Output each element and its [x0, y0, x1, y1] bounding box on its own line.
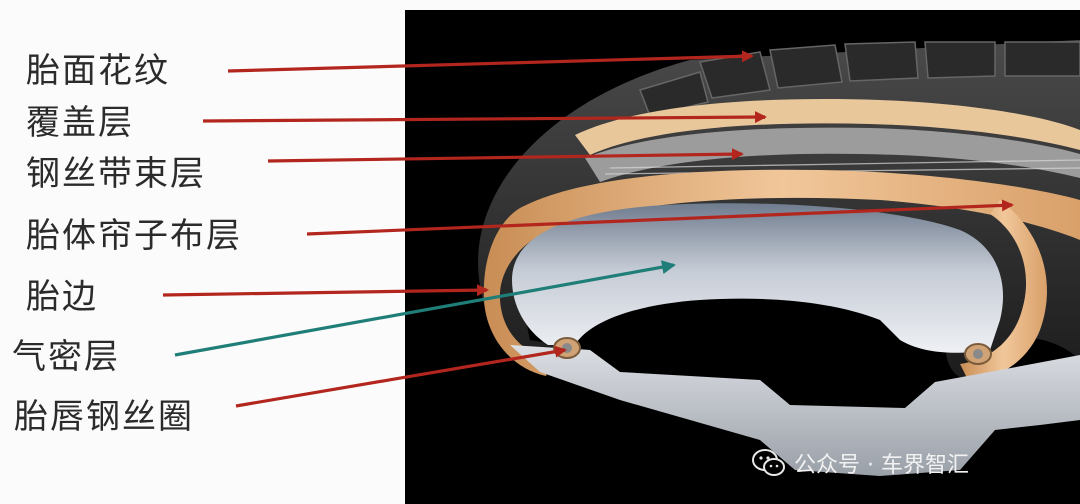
arrow-bead-wire	[235, 345, 567, 408]
arrow-inner-liner	[174, 260, 676, 357]
inner-liner-cavity	[512, 203, 1004, 353]
cap-ply-band	[575, 99, 1080, 155]
arrow-carcass-ply	[306, 199, 1014, 236]
wechat-icon	[752, 449, 785, 476]
arrow-tread	[227, 50, 754, 73]
bead-wire-left	[553, 337, 581, 359]
label-cap-ply: 覆盖层	[26, 103, 134, 143]
carcass-ply-right	[960, 200, 1047, 380]
label-bead-wire: 胎唇钢丝圈	[14, 397, 194, 437]
tread-blocks	[639, 41, 1080, 117]
label-tread: 胎面花纹	[26, 51, 170, 91]
carcass-ply-band	[483, 169, 1080, 376]
watermark: 公众号 · 车界智汇	[752, 446, 969, 480]
watermark-text: 公众号 · 车界智汇	[794, 453, 969, 478]
bead-wire-right	[964, 343, 992, 365]
arrow-sidewall	[162, 284, 489, 297]
arrow-cap-ply	[202, 111, 767, 124]
label-carcass-ply: 胎体帘子布层	[26, 216, 242, 256]
wheel-rim	[510, 345, 1080, 476]
label-inner-liner: 气密层	[12, 337, 120, 377]
label-steel-belt: 钢丝带束层	[26, 154, 206, 194]
label-sidewall: 胎边	[26, 277, 98, 317]
arrow-steel-belt	[267, 148, 744, 163]
steel-belt-band	[585, 127, 1080, 182]
